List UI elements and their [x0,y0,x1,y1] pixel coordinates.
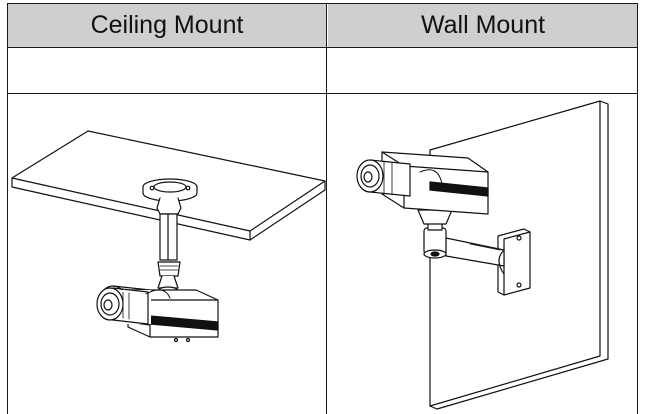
table-mid-rule [326,3,327,414]
mount-options-table: Ceiling Mount Wall Mount [7,3,638,414]
table-header-rule [7,47,638,48]
table-row2-rule [7,93,638,94]
header-ceiling-mount: Ceiling Mount [8,3,326,47]
table-top-rule [7,3,638,4]
ceiling-mount-illustration [11,130,326,343]
table-left-rule [7,3,8,414]
wall-mount-illustration [356,100,609,410]
header-wall-mount: Wall Mount [328,3,638,47]
table-right-rule [637,3,638,414]
